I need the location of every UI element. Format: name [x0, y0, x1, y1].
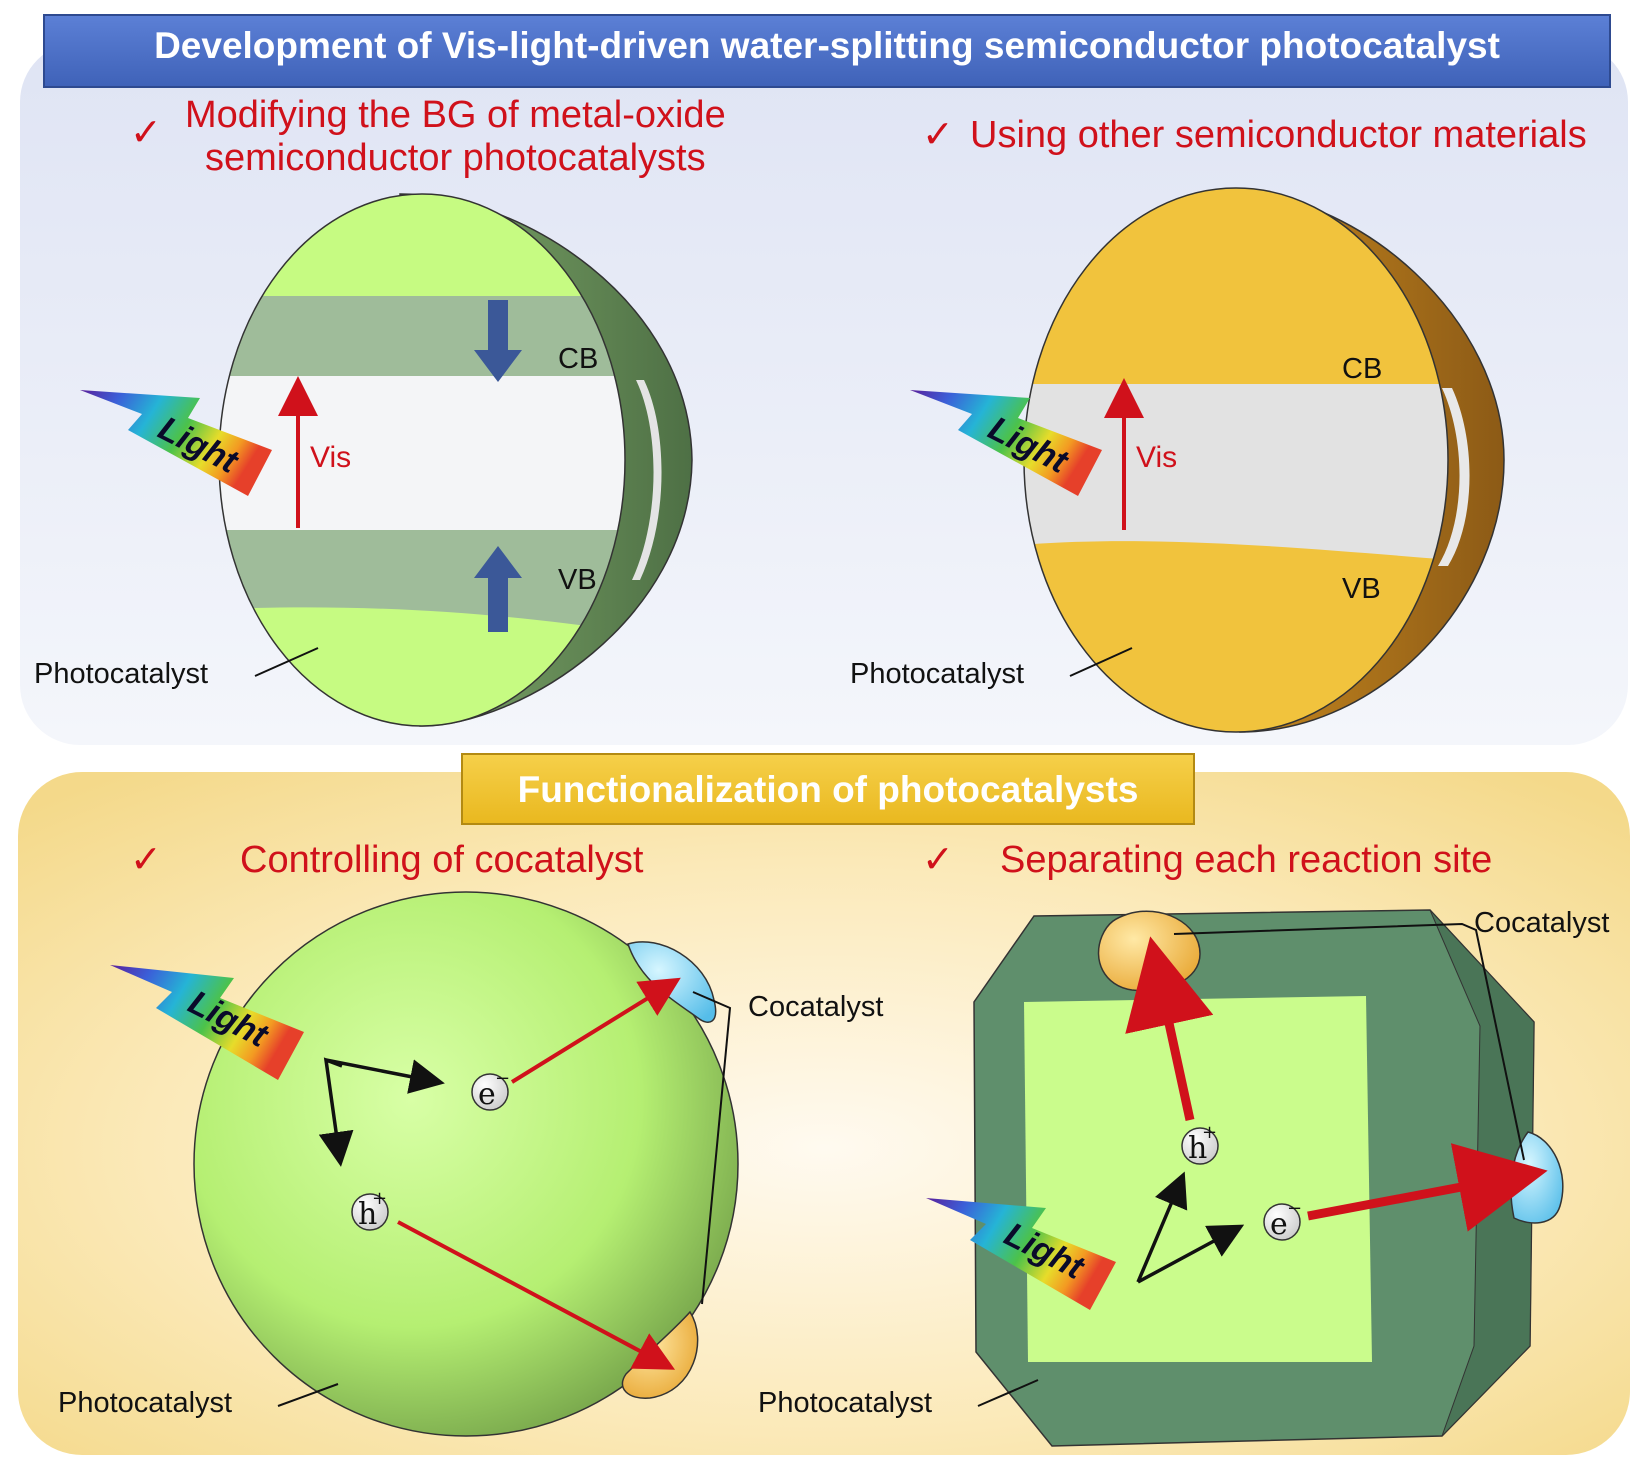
cocatalyst-label: Cocatalyst [1474, 907, 1609, 939]
cb-down-arrow [474, 300, 522, 382]
excitation-arrow-electron [325, 1058, 445, 1094]
leader-line [277, 1383, 339, 1407]
hole-transfer-arrow [397, 1220, 676, 1370]
hole-sup: + [372, 1188, 387, 1209]
electron-label: e [1270, 1207, 1288, 1242]
cocatalyst-label: Cocatalyst [748, 991, 883, 1023]
cube-photocatalyst [973, 909, 1535, 1447]
cocatalyst-leader [692, 991, 732, 1305]
vis-label: Vis [310, 441, 351, 474]
excitation-arrow-electron [1137, 1224, 1245, 1284]
hole-transfer-arrow [1125, 936, 1214, 1121]
electron-label: e [478, 1077, 496, 1112]
hole-label: h [1188, 1131, 1207, 1166]
vis-label: Vis [1136, 441, 1177, 474]
top-banner [43, 14, 1611, 88]
bottom-left-heading: Controlling of cocatalyst [240, 839, 644, 881]
bottom-banner [461, 753, 1195, 825]
hole-label: h [358, 1197, 377, 1232]
electron-carrier: e − [471, 1068, 510, 1112]
bottom-banner-title: Functionalization of photocatalysts [518, 769, 1139, 810]
leader-line [1069, 647, 1133, 677]
electron-sup: − [495, 1068, 510, 1089]
electron-carrier: e − [1263, 1198, 1302, 1242]
top-left-heading-1: Modifying the BG of metal-oxide [185, 94, 726, 136]
green-band-disc [218, 193, 693, 727]
check-mark: ✓ [130, 112, 162, 154]
top-right-heading: Using other semiconductor materials [970, 114, 1587, 156]
leader-line [254, 647, 319, 677]
orange-cocatalyst [1097, 910, 1201, 992]
hole-carrier: h + [1181, 1122, 1219, 1166]
vb-label: VB [558, 564, 597, 596]
photocatalyst-label: Photocatalyst [58, 1387, 232, 1419]
hole-carrier: h + [351, 1188, 389, 1232]
electron-transfer-arrow [510, 977, 681, 1084]
check-mark: ✓ [922, 839, 954, 881]
vb-up-arrow [474, 546, 522, 632]
photocatalyst-label: Photocatalyst [758, 1387, 932, 1419]
cb-label: CB [558, 343, 598, 375]
electron-transfer-arrow [1307, 1143, 1548, 1232]
photocatalyst-label: Photocatalyst [850, 658, 1024, 690]
photocatalyst-label: Photocatalyst [34, 658, 208, 690]
excitation-arrow-hole [1136, 1171, 1188, 1283]
leader-line [977, 1379, 1039, 1407]
bottom-right-heading: Separating each reaction site [1000, 839, 1492, 881]
hole-sup: + [1202, 1122, 1217, 1143]
electron-sup: − [1287, 1198, 1302, 1219]
check-mark: ✓ [922, 114, 954, 156]
top-banner-title: Development of Vis-light-driven water-sp… [154, 25, 1500, 66]
cocatalyst-leader [1173, 922, 1525, 1161]
cb-label: CB [1342, 353, 1382, 385]
vb-label: VB [1342, 573, 1381, 605]
check-mark: ✓ [130, 839, 162, 881]
top-left-heading-2: semiconductor photocatalysts [205, 137, 706, 179]
